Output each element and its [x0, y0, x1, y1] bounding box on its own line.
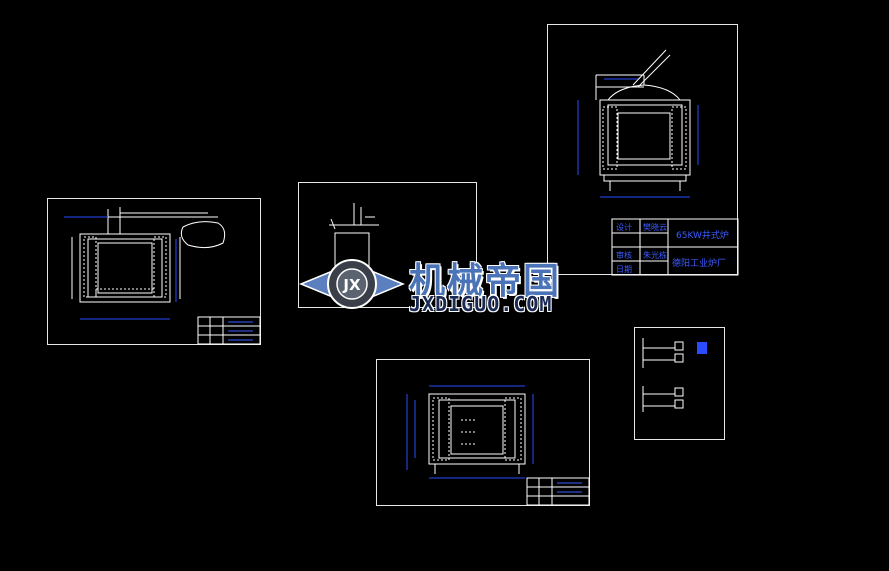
title-block-company: 德阳工业炉厂	[672, 257, 726, 269]
title-block-drawing-name: 65KW井式炉	[676, 229, 729, 241]
electrical-schematic	[642, 338, 707, 412]
drawing-sheet-right: 设计 樊晓云 审核 朱光栋 日期 65KW井式炉 德阳工业炉厂	[547, 24, 739, 276]
title-block-label-design: 设计	[616, 222, 632, 232]
furnace-body-section-drawing	[406, 385, 590, 506]
drawing-sheet-left	[47, 198, 261, 345]
well-furnace-assembly-drawing: 设计 樊晓云 审核 朱光栋 日期 65KW井式炉 德阳工业炉厂	[577, 49, 739, 276]
watermark-logo: JX 机械帝国 JXDIGUO.COM	[295, 250, 595, 318]
title-block-label-review: 审核	[616, 250, 632, 260]
drawing-sheet-schematic	[634, 327, 725, 440]
gear-wings-icon: JX	[299, 259, 405, 309]
title-block-bottom	[526, 477, 590, 506]
title-block-reviewer: 朱光栋	[643, 250, 667, 260]
title-block-left	[197, 316, 261, 345]
title-block-label-date: 日期	[616, 265, 632, 274]
drawing-sheet-bottom	[376, 359, 590, 506]
watermark-logo-text: JX	[342, 276, 361, 294]
title-block-main: 设计 樊晓云 审核 朱光栋 日期 65KW井式炉 德阳工业炉厂	[611, 218, 739, 276]
watermark-brand-en: JXDIGUO.COM	[409, 292, 553, 316]
title-block-designer: 樊晓云	[643, 222, 667, 232]
watermark-brand-cn: 机械帝国	[409, 261, 562, 302]
furnace-section-drawing-left	[64, 207, 261, 345]
